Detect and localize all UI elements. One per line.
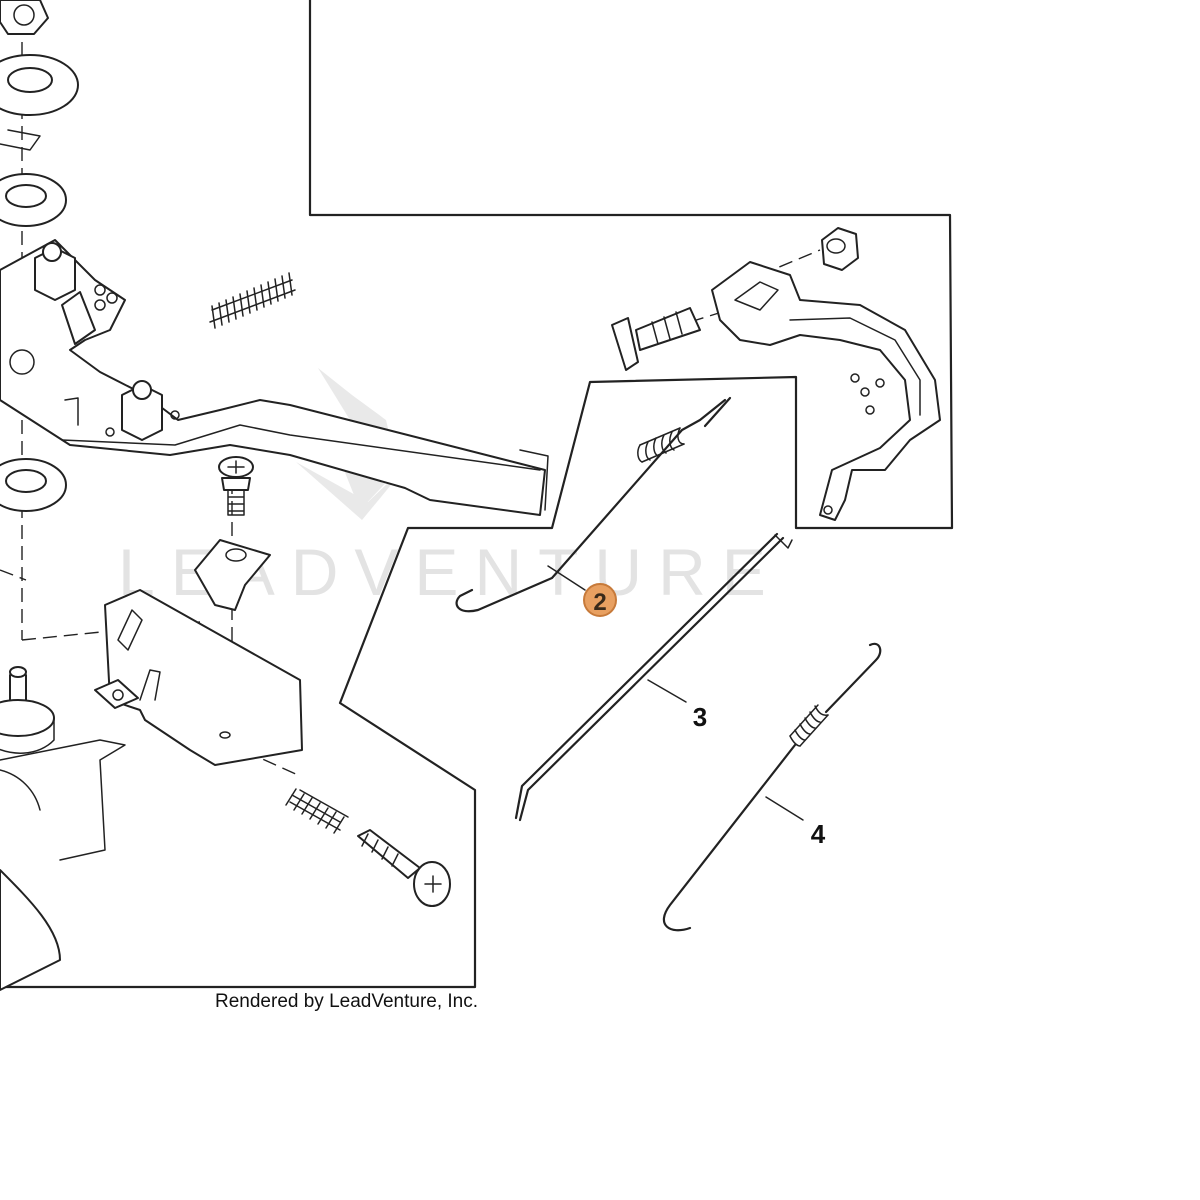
compression-spring-lower	[285, 788, 349, 834]
part-2-coil	[637, 427, 685, 463]
callout-4-label: 4	[811, 819, 826, 849]
frame-border	[0, 0, 954, 989]
control-lever-plate	[0, 239, 549, 516]
compression-spring-upper	[209, 272, 296, 329]
callout-2[interactable]: 2	[583, 583, 617, 617]
hex-standoff-left	[34, 242, 76, 301]
leader-line-2	[547, 565, 586, 591]
hex-standoff-right	[121, 380, 163, 441]
part-4-spring-link[interactable]	[662, 642, 882, 932]
throttle-bracket	[711, 261, 941, 521]
callout-3-label: 3	[693, 702, 707, 732]
rendered-by-credit: Rendered by LeadVenture, Inc.	[215, 991, 478, 1012]
shaft-pivot	[0, 666, 55, 754]
base-plate	[0, 739, 126, 991]
washer-lower	[0, 458, 67, 512]
callout-4[interactable]: 4	[811, 819, 826, 849]
carriage-bolt	[611, 307, 701, 371]
screw-phillips-lower	[357, 829, 451, 907]
callout-2-badge	[583, 583, 617, 617]
part-3-rod[interactable]	[514, 532, 793, 822]
part-4-coil	[789, 704, 829, 747]
clip-small	[0, 129, 41, 151]
mounting-bracket	[94, 589, 303, 766]
leader-line-3	[647, 679, 687, 703]
leader-line-4	[765, 796, 804, 821]
clip-bracket	[194, 539, 271, 611]
screw-phillips-upper	[218, 456, 254, 516]
hex-nut-right	[821, 227, 859, 271]
part-2-spring-wire[interactable]	[455, 396, 732, 613]
hex-nut-top	[0, 0, 49, 35]
callout-2-label: 2	[593, 589, 606, 616]
washer-middle	[0, 173, 67, 227]
washer-upper	[0, 54, 79, 116]
callout-3[interactable]: 3	[693, 702, 707, 732]
